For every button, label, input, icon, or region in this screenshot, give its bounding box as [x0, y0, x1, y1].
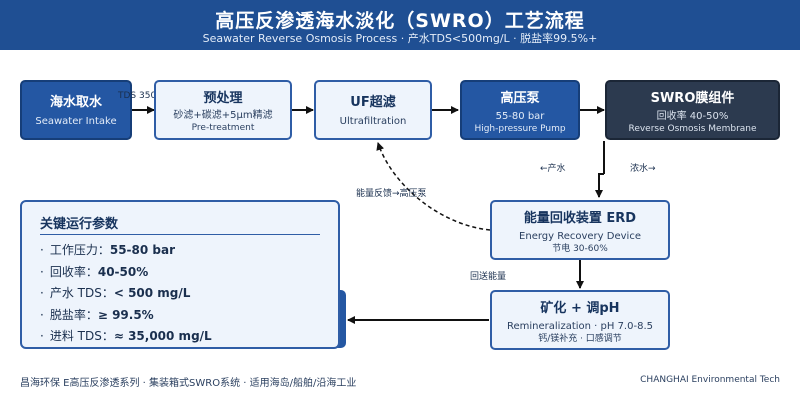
key-parameters-list: · 工作压力：55-80 bar · 回收率：40-50% · 产水 TDS：< 50… — [40, 240, 212, 348]
param-value: 55-80 bar — [109, 243, 176, 257]
node-high-pressure-pump-sub1: 55-80 bar — [495, 111, 545, 122]
key-parameters-panel: 关键运行参数 · 工作压力：55-80 bar · 回收率：40-50% · 产水 T… — [20, 200, 340, 349]
param-item: · 脱盐率：≥ 99.5% — [40, 305, 212, 327]
param-item: · 工作压力：55-80 bar — [40, 240, 212, 262]
footer-description: 昌海环保 E高压反渗透系列 · 集装箱式SWRO系统 · 适用海岛/船舶/沿海工… — [20, 378, 357, 389]
param-item: · 产水 TDS：< 500 mg/L — [40, 283, 212, 305]
bullet-icon: · — [40, 329, 44, 343]
node-seawater-intake-title: 海水取水 — [49, 95, 102, 110]
node-ultrafiltration-title: UF超滤 — [350, 95, 396, 110]
diagram-title: 高压反渗透海水淡化（SWRO）工艺流程 — [215, 10, 585, 32]
param-label: 产水 TDS： — [49, 286, 114, 300]
label-product-water: ←产水 — [540, 164, 566, 174]
footer-company: CHANGHAI Environmental Tech — [640, 375, 780, 385]
node-pretreatment-title: 预处理 — [203, 91, 243, 106]
node-remineralization: 矿化 + 调pH Remineralization · pH 7.0-8.5 钙… — [490, 290, 670, 350]
node-swro-membrane-sub1: 回收率 40-50% — [656, 111, 729, 122]
node-energy-recovery-sub2: 节电 30-60% — [552, 244, 608, 254]
bullet-icon: · — [40, 243, 44, 257]
param-label: 回收率： — [49, 264, 98, 279]
param-label: 工作压力： — [49, 243, 110, 257]
arrow-brine-to-erd — [595, 173, 604, 198]
bullet-icon: · — [40, 264, 44, 279]
param-value: ≈ 35,000 mg/L — [113, 329, 212, 343]
bullet-icon: · — [40, 286, 44, 300]
param-value: ≥ 99.5% — [97, 307, 154, 322]
param-label: 进料 TDS： — [49, 329, 114, 343]
node-remineralization-sub1: Remineralization · pH 7.0-8.5 — [507, 321, 653, 332]
param-item: · 回收率：40-50% — [40, 262, 212, 284]
key-parameters-title: 关键运行参数 — [40, 217, 119, 232]
node-ultrafiltration-sub: Ultrafiltration — [339, 116, 407, 127]
param-item: · 进料 TDS：≈ 35,000 mg/L — [40, 326, 212, 348]
node-high-pressure-pump: 高压泵 55-80 bar High-pressure Pump — [460, 80, 580, 140]
param-label: 脱盐率： — [49, 307, 98, 322]
param-value: < 500 mg/L — [113, 286, 191, 300]
node-energy-recovery-title: 能量回收装置 ERD — [523, 211, 637, 226]
bullet-icon: · — [40, 307, 44, 322]
arrow-energy-feedback — [376, 142, 491, 231]
node-energy-recovery-sub1: Energy Recovery Device — [519, 231, 641, 242]
node-swro-membrane-title: SWRO膜组件 — [650, 91, 735, 106]
node-high-pressure-pump-title: 高压泵 — [500, 91, 540, 106]
node-pretreatment: 预处理 砂滤+碳滤+5μm精滤 Pre-treatment — [154, 80, 292, 140]
node-seawater-intake: 海水取水 Seawater Intake — [20, 80, 132, 140]
label-brine: 浓水→ — [630, 164, 656, 174]
node-pretreatment-sub1: 砂滤+碳滤+5μm精滤 — [173, 110, 273, 121]
label-energy-feedback: 能量反馈→高压泵 — [356, 189, 427, 199]
key-parameters-divider — [40, 234, 320, 235]
label-return-energy: 回送能量 — [470, 272, 507, 282]
param-value: 40-50% — [97, 264, 149, 279]
node-pretreatment-sub2: Pre-treatment — [191, 123, 255, 133]
node-remineralization-sub2: 钙/镁补充 · 口感调节 — [538, 334, 622, 344]
node-ultrafiltration: UF超滤 Ultrafiltration — [314, 80, 432, 140]
node-energy-recovery: 能量回收装置 ERD Energy Recovery Device 节电 30-… — [490, 200, 670, 260]
label-tds-350: TDS 350 — [118, 91, 157, 101]
node-high-pressure-pump-sub2: High-pressure Pump — [474, 124, 566, 134]
header-banner: 高压反渗透海水淡化（SWRO）工艺流程 Seawater Reverse Osm… — [0, 0, 800, 50]
node-swro-membrane: SWRO膜组件 回收率 40-50% Reverse Osmosis Membr… — [605, 80, 780, 140]
diagram-subtitle: Seawater Reverse Osmosis Process · 产水TDS… — [202, 32, 598, 45]
node-seawater-intake-sub: Seawater Intake — [35, 116, 117, 127]
node-swro-membrane-sub2: Reverse Osmosis Membrane — [628, 124, 757, 134]
node-remineralization-title: 矿化 + 调pH — [540, 301, 620, 316]
